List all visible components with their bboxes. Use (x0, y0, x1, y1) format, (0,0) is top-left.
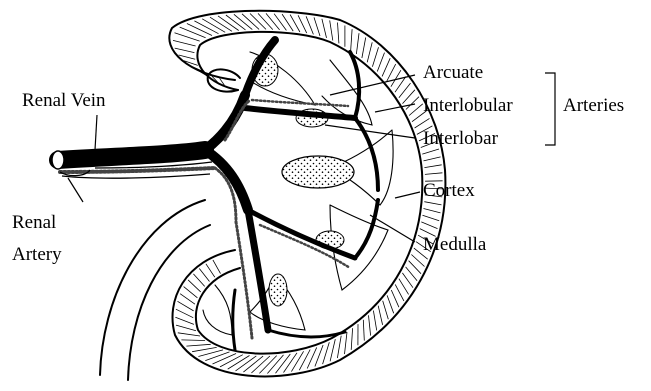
cortex-striation (330, 339, 335, 361)
label-cortex: Cortex (423, 180, 475, 201)
cortex-striation (266, 13, 280, 30)
cortex-striation (250, 14, 266, 30)
label-arteries: Arteries (563, 95, 624, 116)
cortex-striation (202, 19, 225, 33)
cortex-striation (421, 222, 437, 229)
cortex-striation (205, 352, 229, 361)
cortex-striation (193, 274, 204, 287)
cortex-striation (314, 17, 320, 36)
cortex-striation (409, 261, 421, 274)
cortex-striation (323, 342, 330, 364)
cortex-striation (206, 264, 215, 277)
renal-vein-branches (58, 40, 378, 350)
cortex-striation (299, 350, 310, 371)
cortex-striation (367, 42, 372, 62)
cortex-striation (175, 48, 195, 53)
cortex-striation (387, 295, 394, 313)
cortex-striation (186, 344, 210, 346)
cortex-striation (194, 21, 218, 34)
cortex-striation (406, 97, 419, 110)
ureter (100, 200, 210, 380)
label-arcuate: Arcuate (423, 62, 483, 83)
cortex-striation (228, 356, 250, 370)
cortex-striation (383, 301, 389, 320)
cortex-striation (351, 328, 352, 350)
cortex-striation (337, 336, 341, 358)
kidney-outline (169, 11, 445, 377)
cortex-striation (178, 301, 194, 311)
cortex-striation (220, 355, 243, 367)
cortex-striation (372, 47, 378, 67)
cortex-striation (424, 209, 441, 213)
cortex-striation (187, 24, 212, 36)
cortex-striation (218, 16, 239, 31)
cortex-striation (234, 14, 252, 29)
cortex-striation (180, 294, 195, 305)
cortex-striation (267, 355, 283, 374)
cortex-striation (424, 202, 441, 205)
cortex-striation (213, 260, 221, 274)
cortex-striation (391, 290, 399, 307)
cortex-striation (369, 315, 371, 335)
cortex-striation (226, 15, 246, 30)
cortex-striation (399, 83, 411, 98)
cortex-striation (338, 23, 339, 44)
cortex-striation (424, 165, 441, 168)
cortex-striation (192, 347, 217, 351)
cortex-striation (382, 58, 390, 76)
cortex-striation (213, 354, 237, 365)
cortex-striation (176, 309, 193, 318)
cortex-striation (373, 311, 376, 331)
cortex-striation (345, 332, 348, 354)
cortex-striation (259, 356, 276, 374)
label-medulla: Medulla (423, 234, 487, 255)
cortex-striation (258, 13, 273, 29)
cortex-striation (395, 284, 404, 301)
cortex-striation (322, 19, 327, 38)
cortex-striation (399, 279, 409, 295)
cortex-striation (290, 15, 300, 32)
cortex-striation (378, 306, 382, 325)
cortex-striation (356, 33, 359, 54)
cortex-striation (424, 157, 441, 161)
label-interlobar: Interlobar (423, 128, 499, 149)
cortex-striation (363, 320, 364, 341)
cortex-striation (284, 353, 298, 373)
cortex-striation (276, 354, 291, 373)
cortex-striation (210, 17, 232, 31)
cortex-striation (173, 40, 196, 46)
cortex-striation (377, 53, 384, 72)
cortex-striation (274, 14, 286, 31)
cortex-striation (362, 38, 366, 59)
cortex-striation (199, 269, 209, 282)
cortex-striation (425, 173, 443, 175)
cortex-striation (181, 340, 205, 341)
cortex-striation (306, 16, 313, 34)
label-renal-artery-1: Renal (12, 212, 56, 233)
label-interlobular: Interlobular (423, 95, 513, 116)
cortex-striation (176, 325, 196, 331)
renal-artery-branches (60, 100, 350, 338)
cortex-striation (415, 118, 430, 128)
cortex-striation (409, 104, 423, 116)
cortex-striation (411, 255, 424, 267)
cortex-striation (406, 267, 418, 281)
cortex-striation (387, 64, 396, 81)
cortex-striation (175, 317, 194, 324)
cortex-striation (242, 14, 259, 30)
cortex-striation (402, 273, 413, 288)
cortex-striation (422, 149, 439, 154)
stippled-calyces (252, 54, 354, 306)
cortex-striation (178, 333, 200, 336)
cortex-striation (403, 90, 415, 104)
cortex-striation (351, 29, 352, 50)
cortex-striation (330, 20, 333, 40)
cortex-striation (184, 287, 198, 298)
label-renal-artery-2: Artery (12, 244, 62, 265)
label-renal-vein: Renal Vein (22, 90, 106, 111)
cortex-striation (423, 215, 440, 221)
cortex-striation (188, 280, 201, 292)
cortex-striation (291, 351, 303, 371)
